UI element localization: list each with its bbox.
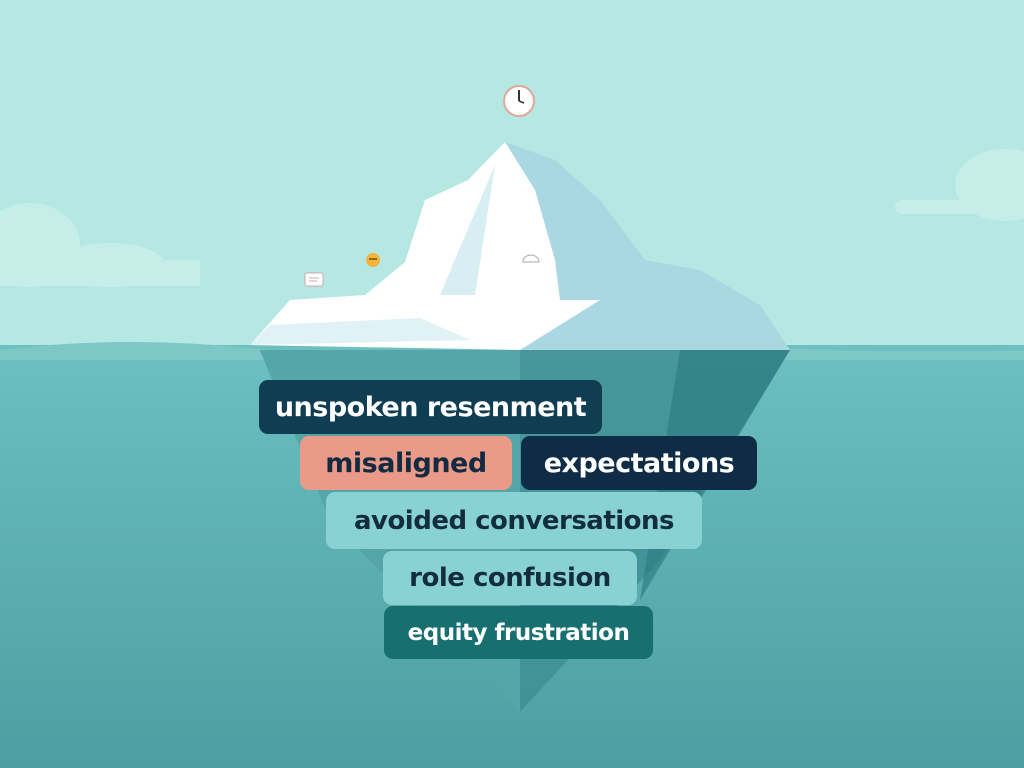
chat-bubble-icon xyxy=(304,272,324,287)
clock-icon xyxy=(503,85,535,117)
label-unspoken-resentment: unspoken resenment xyxy=(259,380,602,434)
label-expectations: expectations xyxy=(521,436,757,490)
iceberg-top xyxy=(250,142,600,350)
label-role-confusion: role confusion xyxy=(383,551,637,605)
label-avoided-conversations: avoided conversations xyxy=(326,492,702,549)
half-circle-icon xyxy=(522,254,540,263)
cloud-left xyxy=(0,203,200,287)
label-equity-frustration: equity frustration xyxy=(384,606,653,659)
cloud-right xyxy=(895,149,1024,221)
label-misaligned: misaligned xyxy=(300,436,512,490)
emoji-face-icon xyxy=(366,253,380,267)
iceberg-top-shadow xyxy=(505,142,790,350)
